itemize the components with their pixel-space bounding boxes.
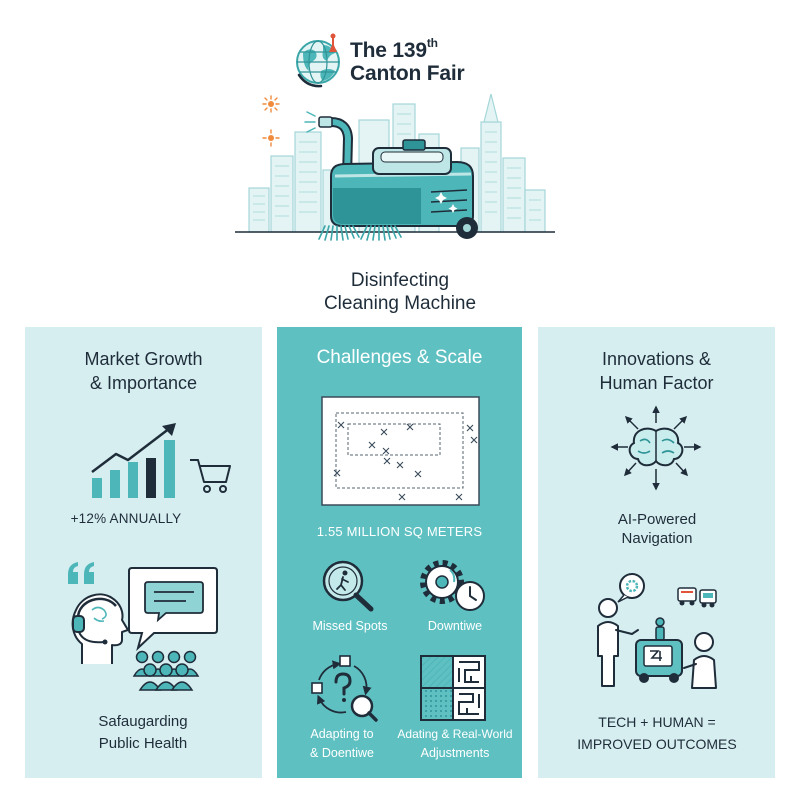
challenges-area-stat: 1.55 MILLION SQ METERS [316, 524, 483, 539]
innovations-panel [538, 327, 775, 778]
innovations-feature-line2: Navigation [621, 530, 693, 547]
human-robot-team-icon [597, 573, 717, 689]
gear-clock-icon [420, 560, 485, 611]
challenge-label-adapting-line1: Adapting to [310, 727, 374, 741]
challenges-title: Challenges & Scale [316, 347, 483, 368]
logo-title-suffix: th [426, 36, 438, 50]
innovations-caption-line1: TECH + HUMAN = [598, 714, 716, 730]
growth-chart-icon [91, 423, 231, 498]
market-title-line1: Market Growth [84, 349, 203, 369]
challenge-label-missed-spots: Missed Spots [312, 619, 388, 633]
maze-grid-icon [420, 655, 486, 721]
logo-title-line1: The 139th [350, 36, 438, 63]
speech-bubble-icon [128, 567, 218, 652]
floor-map-icon [321, 396, 480, 506]
innovations-caption-line2: IMPROVED OUTCOMES [577, 736, 737, 752]
brain-arrows-icon [610, 405, 702, 491]
shopping-cart-icon [190, 459, 231, 493]
globe-logo-icon [296, 33, 340, 88]
innovations-title-line2: Human Factor [599, 373, 714, 393]
city-cleaning-machine-illustration [235, 93, 555, 241]
hero-title-line2: Cleaning Machine [323, 293, 477, 314]
cycle-question-icon [311, 655, 378, 722]
market-panel [25, 327, 262, 778]
market-caption-line2: Public Health [98, 735, 188, 752]
challenge-label-adjustments-line1: Adating & Real-World [397, 727, 513, 741]
challenge-label-adjustments-line2: Adjustments [420, 746, 490, 760]
people-group-icon [132, 650, 200, 691]
market-title-line2: & Importance [89, 373, 198, 393]
quote-icon [68, 562, 94, 584]
headset-head-icon [71, 593, 129, 664]
challenge-label-adapting-line2: & Doentiwe [310, 746, 374, 760]
magnifier-icon [322, 560, 374, 612]
innovations-feature-line1: AI-Powered [617, 511, 697, 528]
innovations-title-line1: Innovations & [601, 349, 712, 369]
hero-title-line1: Disinfecting [350, 270, 450, 291]
market-growth-stat: +12% ANNUALLY [70, 511, 182, 526]
market-caption-line1: Safaugarding [98, 713, 188, 730]
logo-title-line2: Canton Fair [350, 62, 465, 85]
logo-title-prefix: The 139 [350, 39, 427, 62]
challenge-label-downtime: Downtiwe [427, 619, 483, 633]
